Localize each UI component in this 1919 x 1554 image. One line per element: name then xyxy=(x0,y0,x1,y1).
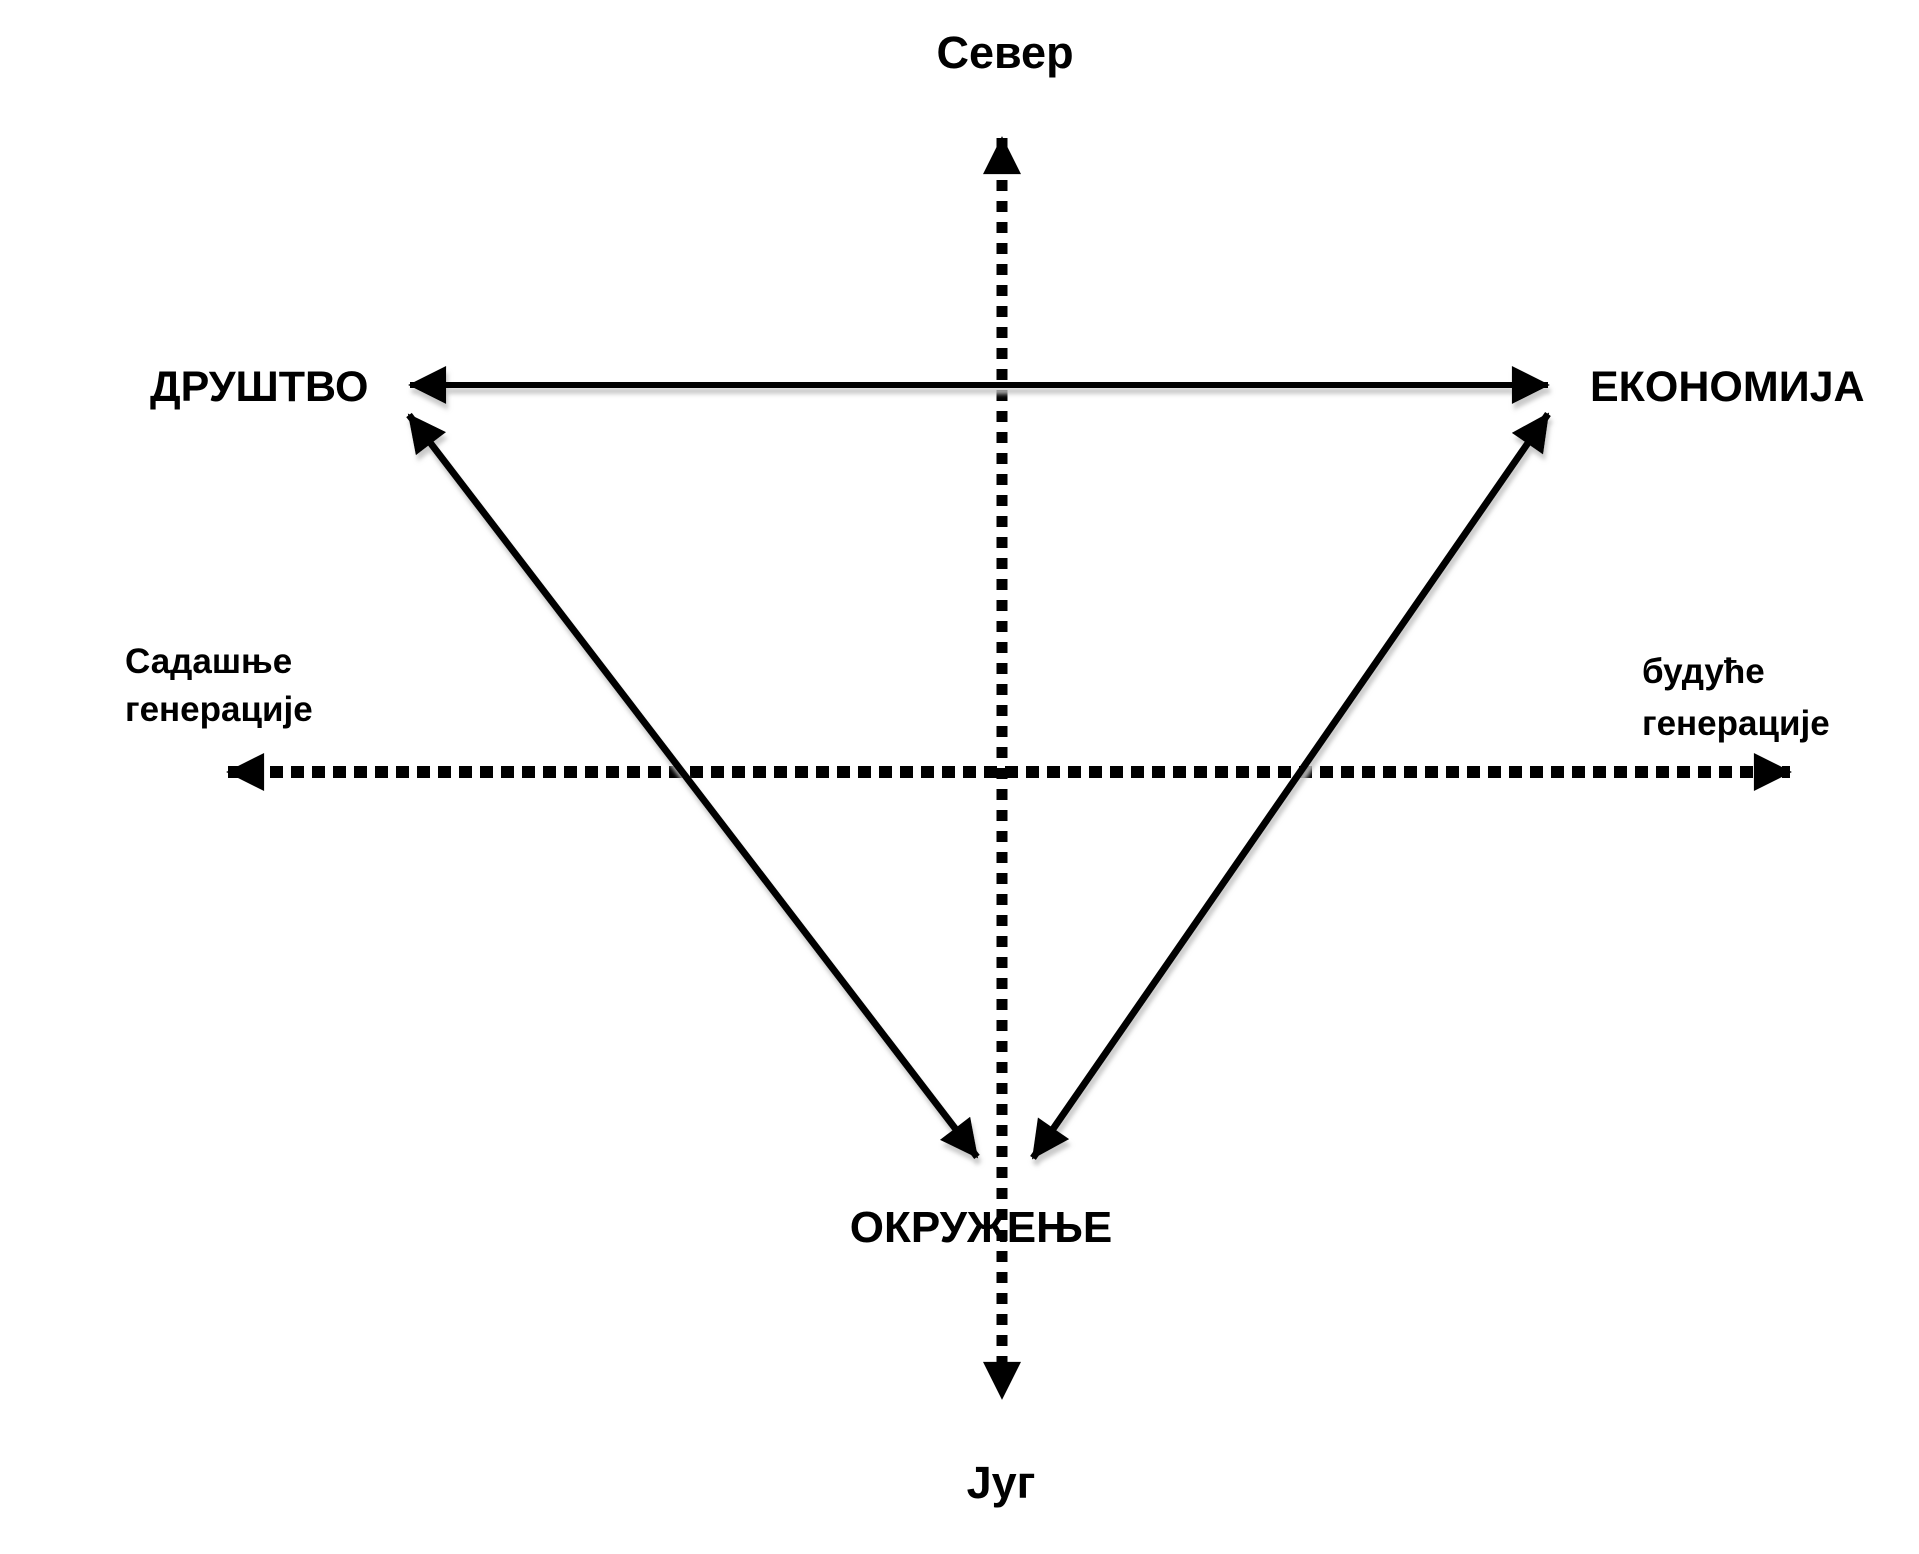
edge-society-environment xyxy=(406,412,980,1160)
future-generations-line2: генерације xyxy=(1642,704,1830,743)
present-generations-line2: генерације xyxy=(125,690,313,729)
node-label-north: Север xyxy=(936,27,1074,78)
node-label-environment: ОКРУЖЕЊЕ xyxy=(849,1203,1113,1252)
edge-economy-environment xyxy=(1030,412,1551,1160)
node-label-south: Југ xyxy=(966,1457,1036,1508)
node-label-economy: ЕКОНОМИЈА xyxy=(1590,363,1865,411)
node-label-society: ДРУШТВО xyxy=(150,363,369,411)
present-generations-line1: Садашње xyxy=(125,642,293,681)
node-label-future-generations: будуће генерације xyxy=(1642,646,1830,750)
node-label-present-generations: Садашње генерације xyxy=(125,638,313,734)
future-generations-line1: будуће xyxy=(1642,652,1765,691)
